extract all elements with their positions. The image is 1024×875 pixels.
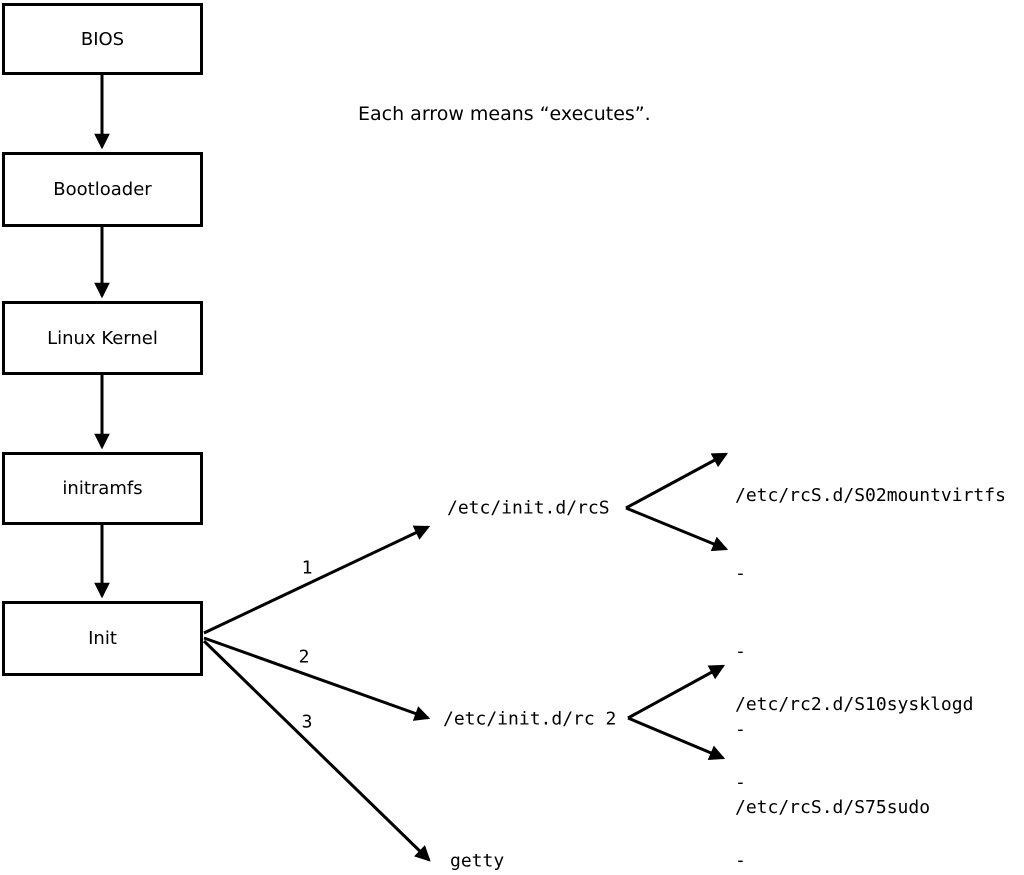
rcS-script-list: /etc/rcS.d/S02mountvirtfs - - - /etc/rcS… — [735, 431, 1006, 873]
arrow-rc2-to-s10sysklogd — [627, 664, 726, 720]
box-bootloader-label: Bootloader — [53, 179, 152, 200]
box-initramfs-label: initramfs — [62, 478, 143, 499]
arrow-rcS-to-s75sudo — [625, 506, 729, 552]
rc2-script-list: /etc/rc2.d/S10sysklogd - - - /etc/rc2.d/… — [735, 640, 973, 875]
box-init-label: Init — [88, 628, 117, 649]
box-linux-kernel: Linux Kernel — [2, 301, 203, 375]
arrow-rc2-to-s99gdm — [627, 716, 726, 761]
box-bootloader: Bootloader — [2, 152, 203, 227]
arrow-init-to-rcS — [203, 525, 431, 635]
box-bios: BIOS — [2, 3, 203, 75]
arrow-rcS-to-s02mountvirtfs — [625, 452, 729, 510]
node-init-d-rc2: /etc/init.d/rc 2 — [443, 708, 617, 730]
script-line: - — [735, 641, 746, 662]
box-init: Init — [2, 601, 203, 676]
legend-note: Each arrow means “executes”. — [358, 103, 651, 125]
node-getty: getty — [450, 850, 505, 872]
script-line: - — [735, 850, 746, 871]
script-line: /etc/rc2.d/S10sysklogd — [735, 694, 974, 715]
box-initramfs: initramfs — [2, 452, 203, 525]
node-init-d-rcS: /etc/init.d/rcS — [447, 497, 610, 519]
script-line: /etc/rcS.d/S02mountvirtfs — [735, 485, 1006, 506]
box-bios-label: BIOS — [80, 28, 125, 50]
box-linux-kernel-label: Linux Kernel — [47, 327, 158, 349]
branch-1-number: 1 — [301, 557, 313, 579]
arrow-init-to-getty — [202, 639, 431, 862]
branch-2-number: 2 — [298, 646, 310, 668]
script-line: - — [735, 719, 746, 740]
script-line: /etc/rcS.d/S75sudo — [735, 797, 931, 818]
script-line: - — [735, 563, 746, 584]
arrow-init-to-rc2 — [203, 636, 431, 721]
branch-3-number: 3 — [301, 711, 313, 733]
script-line: - — [735, 772, 746, 793]
